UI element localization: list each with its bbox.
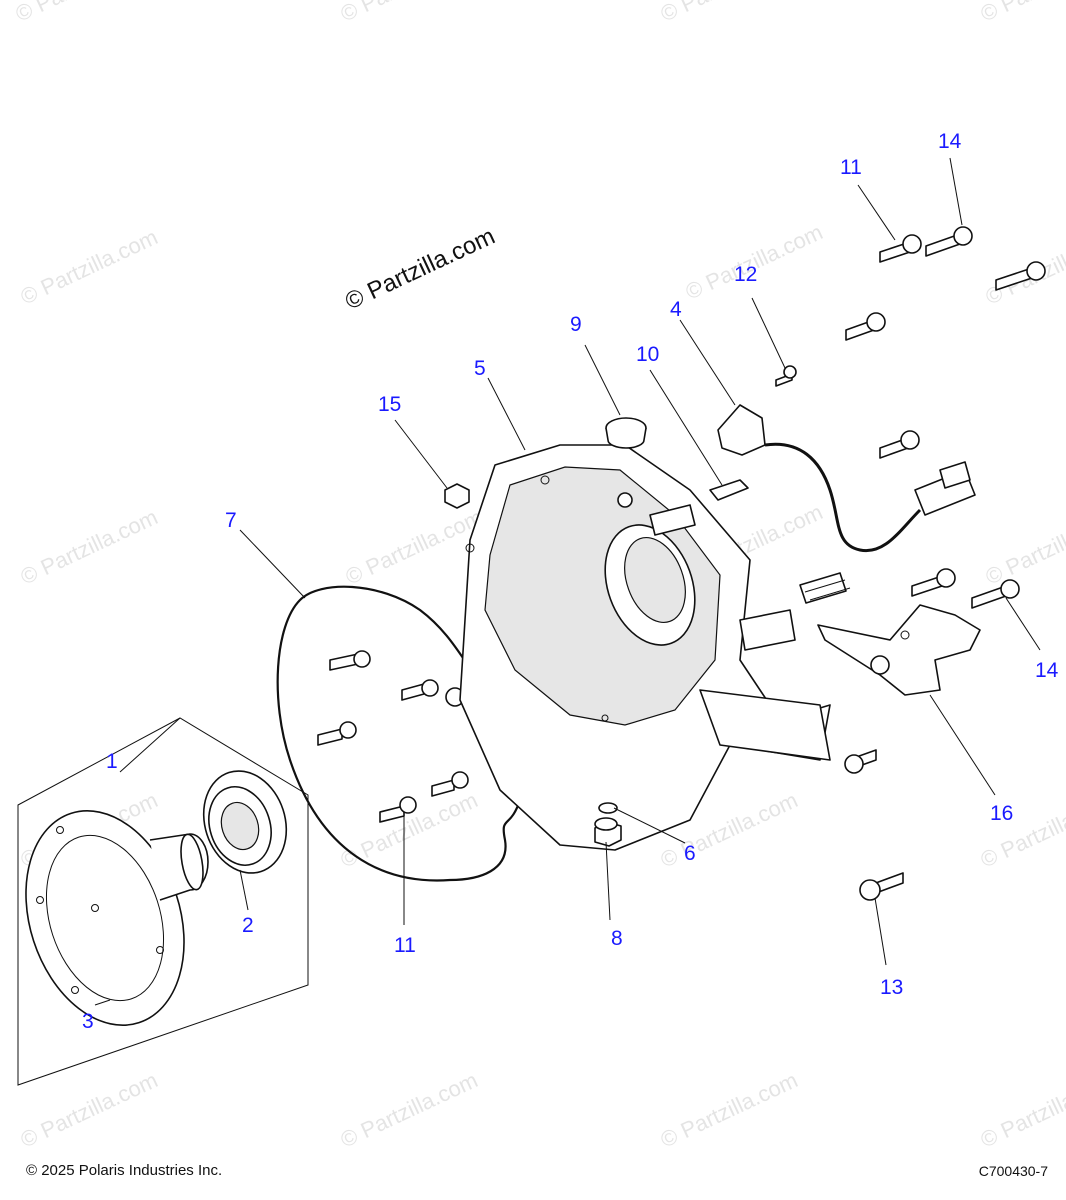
housing-part <box>459 444 831 851</box>
copyright-text: © 2025 Polaris Industries Inc. <box>26 1162 223 1179</box>
callout-5[interactable]: 5 <box>474 357 486 380</box>
clip-part <box>709 479 749 501</box>
callout-16[interactable]: 16 <box>990 802 1013 825</box>
drain-plug-part <box>594 817 622 847</box>
watermark: © Partzilla.com <box>12 0 157 27</box>
watermark: © Partzilla.com <box>977 0 1066 27</box>
figure-code: C700430-7 <box>978 1163 1048 1179</box>
bolt-group-left <box>317 650 469 823</box>
bolt-group-right <box>844 226 1046 901</box>
watermark: © Partzilla.com <box>977 787 1066 872</box>
watermark: © Partzilla.com <box>982 224 1066 309</box>
bracket-part <box>817 604 981 696</box>
watermark: © Partzilla.com <box>657 1067 802 1152</box>
watermark: © Partzilla.com <box>337 1067 482 1152</box>
screw-part <box>775 365 797 387</box>
callout-11-top[interactable]: 11 <box>840 156 862 179</box>
washer-part <box>598 802 618 814</box>
watermark: © Partzilla.com <box>657 0 802 27</box>
watermark: © Partzilla.com <box>682 219 827 304</box>
callout-6[interactable]: 6 <box>684 842 696 865</box>
callout-7[interactable]: 7 <box>225 509 237 532</box>
connector-part <box>799 572 847 604</box>
watermark: © Partzilla.com <box>977 1067 1066 1152</box>
leader-lines <box>94 157 1041 1006</box>
callout-14-top[interactable]: 14 <box>938 130 962 153</box>
callout-3[interactable]: 3 <box>82 1010 94 1033</box>
watermark: © Partzilla.com <box>342 504 487 589</box>
assembly-group-box <box>17 717 309 1086</box>
watermark: © Partzilla.com <box>17 504 162 589</box>
callout-8[interactable]: 8 <box>611 927 623 950</box>
callout-15[interactable]: 15 <box>378 393 401 416</box>
callout-14-right[interactable]: 14 <box>1035 659 1059 682</box>
callout-11-bottom[interactable]: 11 <box>394 934 416 957</box>
gasket-part <box>276 585 528 882</box>
bearing-part <box>202 770 288 874</box>
output-shaft-part <box>25 810 209 1026</box>
watermark: © Partzilla.com <box>17 224 162 309</box>
watermark: © Partzilla.com <box>337 0 482 27</box>
sensor-part <box>717 404 976 553</box>
main-watermark: © Partzilla.com <box>341 223 499 316</box>
callout-13[interactable]: 13 <box>880 976 903 999</box>
callouts: 1 2 3 4 5 6 7 8 9 10 11 11 12 13 14 14 1… <box>82 130 1059 1033</box>
callout-2[interactable]: 2 <box>242 914 254 937</box>
callout-12[interactable]: 12 <box>734 263 757 286</box>
nut-part <box>444 483 470 509</box>
watermark: © Partzilla.com <box>17 1067 162 1152</box>
callout-1[interactable]: 1 <box>106 750 118 773</box>
plug-part <box>605 417 647 449</box>
callout-9[interactable]: 9 <box>570 313 582 336</box>
watermark: © Partzilla.com <box>982 504 1066 589</box>
callout-4[interactable]: 4 <box>670 298 682 321</box>
callout-10[interactable]: 10 <box>636 343 659 366</box>
